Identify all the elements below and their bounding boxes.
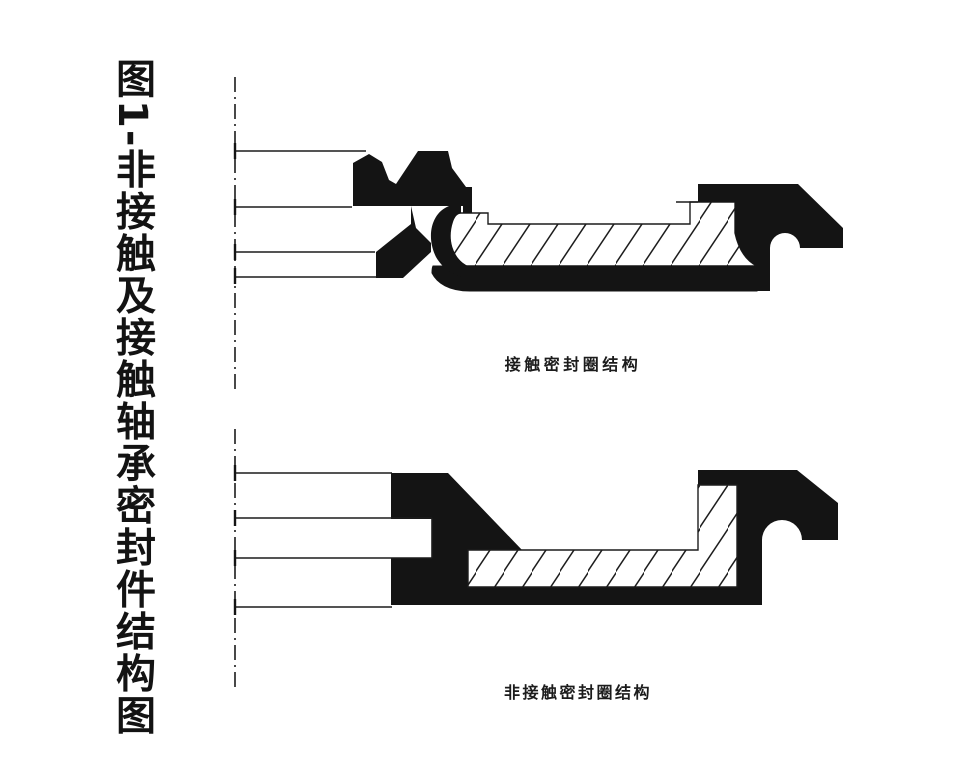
seal-case-band: [431, 265, 758, 292]
labyrinth-notch: [391, 519, 432, 558]
seal-flex-leg: [376, 206, 431, 278]
slinger-ring-hatched: [448, 201, 758, 267]
figure-title: 图1-非接触及接触轴承密封件结构图: [109, 58, 155, 737]
housing-lobe-section: [698, 184, 843, 291]
caption-noncontact-seal: 非接触密封圈结构: [503, 683, 652, 702]
non-contact-seal-diagram: [233, 429, 838, 687]
contact-seal-diagram: [233, 77, 843, 389]
slinger-ring-hatched: [467, 484, 738, 588]
housing-lobe-section: [698, 470, 838, 605]
seal-case-band: [391, 587, 762, 605]
seal-lip-section: [353, 151, 472, 213]
seal-cup-section: [430, 206, 468, 278]
caption-contact-seal: 接触密封圈结构: [504, 355, 642, 374]
